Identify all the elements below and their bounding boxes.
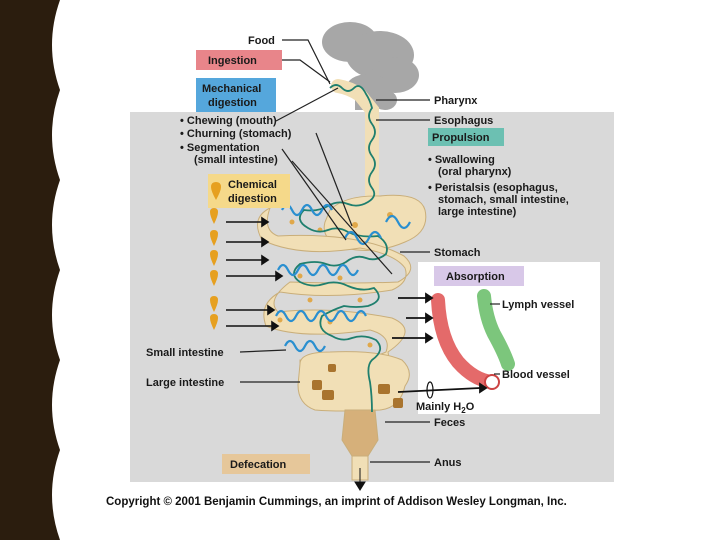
defecation-arrow — [354, 468, 366, 491]
copyright-text: Copyright © 2001 Benjamin Cummings, an i… — [106, 496, 567, 508]
absorption-arrows — [392, 292, 488, 394]
feces-blobs — [312, 364, 403, 408]
peristalsis-label-3: large intestine) — [438, 206, 517, 218]
water-label: Mainly H2O — [416, 401, 475, 415]
propulsion-label: Propulsion — [432, 132, 490, 144]
stomach-label: Stomach — [434, 247, 481, 259]
ingestion-label: Ingestion — [208, 55, 257, 67]
segmentation-label-1: • Segmentation — [180, 142, 260, 154]
peristalsis-label-1: • Peristalsis (esophagus, — [428, 182, 558, 194]
pointer-lines — [239, 39, 500, 463]
absorption-box — [434, 266, 524, 286]
feces-label: Feces — [434, 417, 465, 429]
absorption-label: Absorption — [446, 271, 505, 283]
ingestion-box — [196, 50, 282, 70]
defecation-box — [222, 454, 310, 474]
large-intestine-label: Large intestine — [146, 377, 224, 389]
water-drop-outline — [426, 381, 434, 399]
chemical-label-1: Chemical — [228, 179, 277, 191]
segmentation-waves — [275, 203, 411, 353]
peristalsis-label-2: stomach, small intestine, — [438, 194, 569, 206]
pharynx-label: Pharynx — [434, 95, 478, 107]
small-intestine-label: Small intestine — [146, 347, 224, 359]
churning-label: • Churning (stomach) — [180, 128, 292, 140]
defecation-label: Defecation — [230, 459, 287, 471]
lymph-vessel-label: Lymph vessel — [502, 299, 574, 311]
left-wavy-border — [0, 0, 60, 540]
peristalsis-line — [293, 84, 388, 413]
blood-vessel-label: Blood vessel — [502, 369, 570, 381]
chemical-drops — [210, 208, 284, 332]
chemical-drop-icon — [211, 182, 221, 200]
swallowing-label-2: (oral pharynx) — [438, 166, 512, 178]
lymph-vessel — [477, 289, 515, 371]
anus-label: Anus — [434, 457, 462, 469]
chemical-digestion-box — [208, 174, 290, 208]
blood-vessel — [431, 293, 499, 389]
chemical-label-2: digestion — [228, 193, 277, 205]
swallowing-label-1: • Swallowing — [428, 154, 495, 166]
mechanical-label-2: digestion — [208, 97, 257, 109]
propulsion-box — [428, 128, 504, 146]
esophagus-label: Esophagus — [434, 115, 493, 127]
mechanical-label-1: Mechanical — [202, 83, 261, 95]
chewing-label: • Chewing (mouth) — [180, 115, 277, 127]
segmentation-label-2: (small intestine) — [194, 154, 278, 166]
mechanical-digestion-box — [196, 78, 276, 112]
food-label: Food — [248, 35, 275, 47]
